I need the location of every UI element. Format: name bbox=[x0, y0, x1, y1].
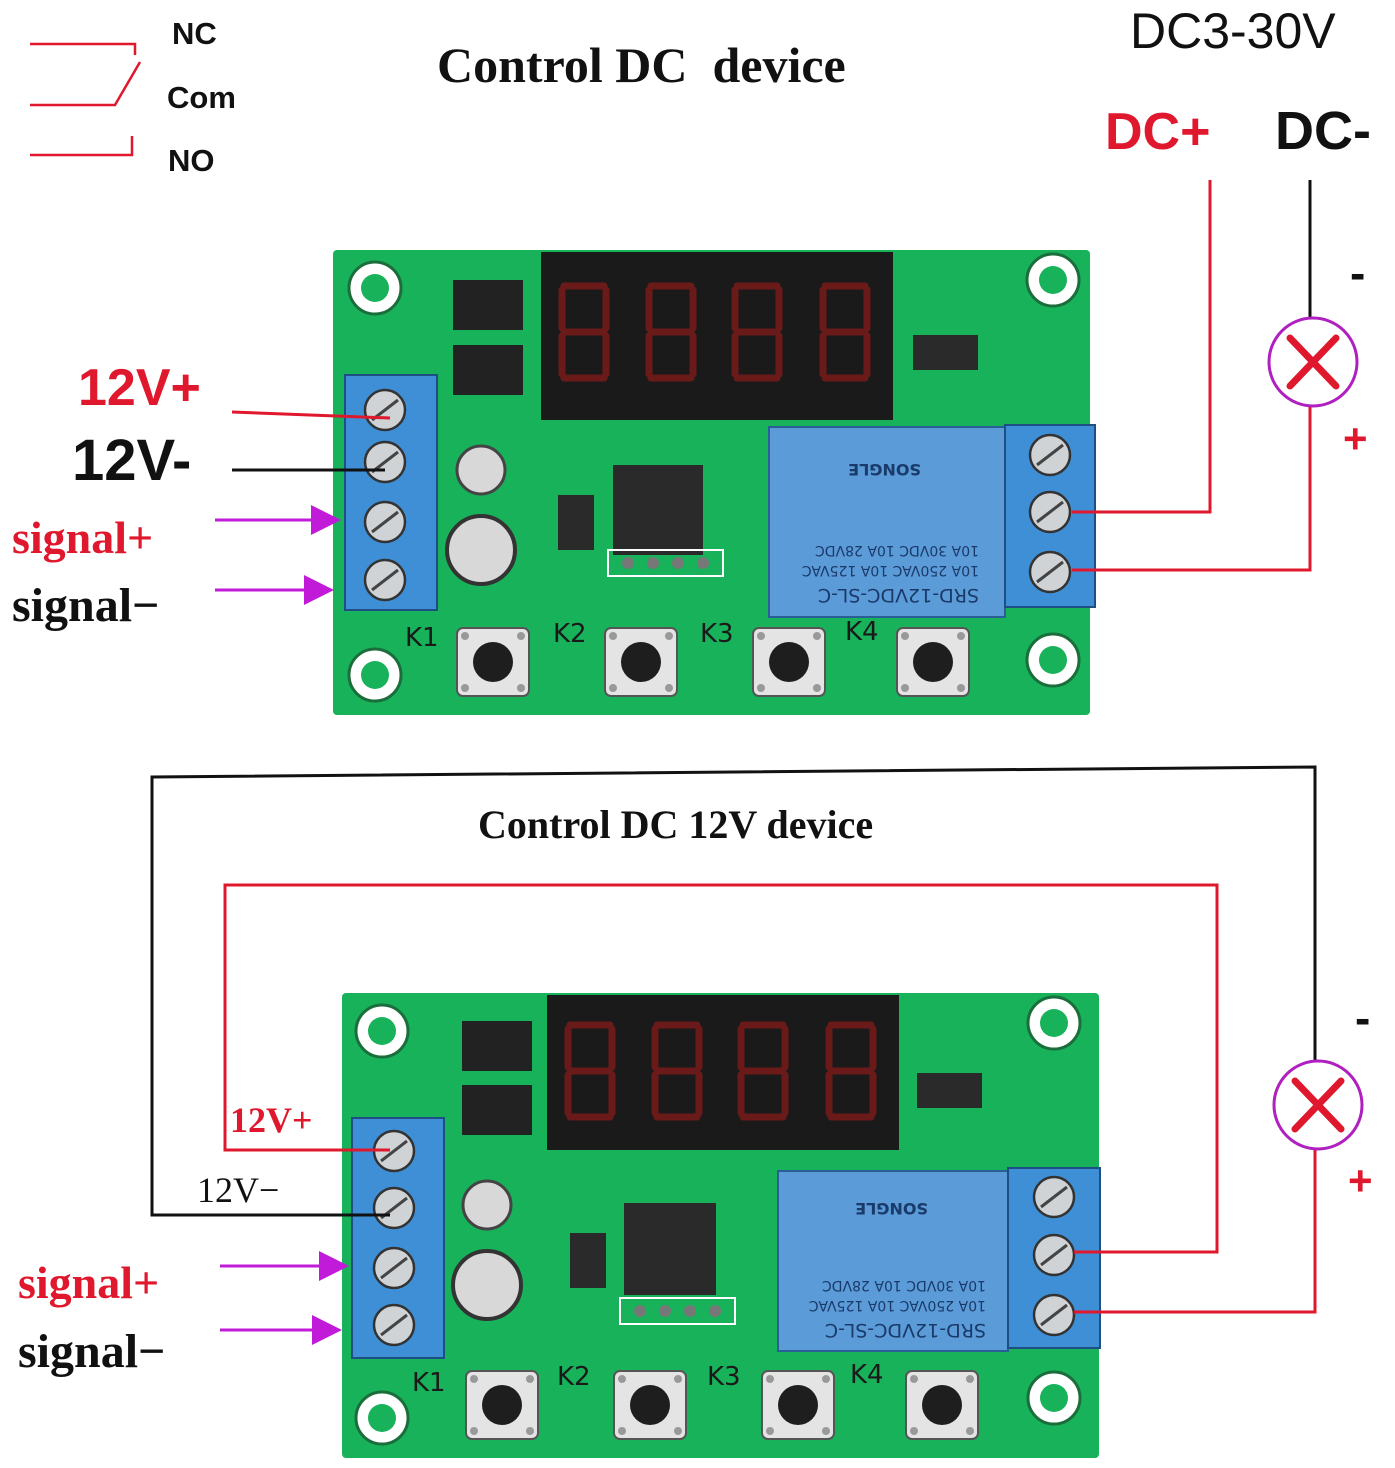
relay bbox=[777, 1170, 1009, 1352]
board-label-k3: K3 bbox=[700, 619, 734, 649]
legend-nc-label: NC bbox=[172, 16, 217, 51]
bottom-load-minus-label: - bbox=[1355, 992, 1371, 1044]
relay-rating-dc-text: 10A 30VDC 10A 28VDC bbox=[815, 542, 979, 558]
board-label-k2: K2 bbox=[553, 619, 587, 649]
legend-no-label: NO bbox=[168, 143, 215, 178]
lamp-icon bbox=[1272, 1059, 1364, 1151]
relay-rating-ac-text: 10A 250VAC 10A 125VAC bbox=[809, 1297, 986, 1313]
top-12v-minus-label: 12V- bbox=[72, 428, 192, 493]
bottom-12v-minus-label: 12V− bbox=[197, 1170, 280, 1210]
button-k3 bbox=[752, 627, 826, 697]
button-k1 bbox=[456, 627, 530, 697]
board-label-k2: K2 bbox=[557, 1362, 591, 1392]
bottom-signal-minus-label: signal− bbox=[18, 1325, 166, 1378]
legend-com-label: Com bbox=[167, 80, 236, 115]
relay-rating-ac-text: 10A 250VAC 10A 125VAC bbox=[802, 562, 979, 578]
top-12v-plus-label: 12V+ bbox=[78, 359, 201, 417]
board-label-k1: K1 bbox=[405, 623, 439, 653]
button-k2 bbox=[613, 1370, 687, 1440]
wires-bottom bbox=[150, 765, 1317, 1345]
relay-brand-text: SONGLE bbox=[848, 460, 921, 479]
relay-board-bottom: K1 K2 K3 K4 SRD-12VDC-SL-C 10A 250VAC 10… bbox=[342, 993, 1101, 1458]
bottom-title: Control DC 12V device bbox=[478, 802, 874, 847]
dc-plus-label: DC+ bbox=[1105, 103, 1211, 161]
top-load-minus-label: - bbox=[1350, 247, 1366, 299]
relay-board-top: K1 K2 K3 K4 SRD-12VDC-SL-C 10A 250VAC 10… bbox=[333, 250, 1096, 715]
button-k2 bbox=[604, 627, 678, 697]
button-k1 bbox=[465, 1370, 539, 1440]
board-label-k4: K4 bbox=[850, 1360, 884, 1390]
seven-segment-display bbox=[541, 252, 893, 420]
button-k3 bbox=[761, 1370, 835, 1440]
board-label-k3: K3 bbox=[707, 1362, 741, 1392]
supply-voltage-label: DC3-30V bbox=[1130, 3, 1336, 59]
capacitor bbox=[461, 1179, 513, 1231]
relay-model-text: SRD-12VDC-SL-C bbox=[818, 584, 979, 606]
dc-minus-label: DC- bbox=[1275, 101, 1371, 161]
wires-top bbox=[215, 180, 1312, 605]
top-signal-minus-label: signal− bbox=[12, 579, 160, 632]
bottom-signal-plus-label: signal+ bbox=[18, 1257, 160, 1308]
relay-brand-text: SONGLE bbox=[855, 1199, 928, 1218]
button-k4 bbox=[905, 1370, 979, 1440]
capacitor bbox=[455, 444, 507, 496]
board-label-k4: K4 bbox=[845, 617, 879, 647]
button-k4 bbox=[896, 627, 970, 697]
lamp-icon bbox=[1267, 316, 1359, 408]
top-signal-plus-label: signal+ bbox=[12, 512, 154, 563]
top-load-plus-label: + bbox=[1343, 415, 1368, 462]
top-title: Control DC device bbox=[437, 37, 846, 93]
board-label-k1: K1 bbox=[412, 1368, 446, 1398]
bottom-12v-plus-label: 12V+ bbox=[230, 1100, 313, 1140]
relay-contact-legend-icon bbox=[30, 42, 142, 157]
relay-rating-dc-text: 10A 30VDC 10A 28VDC bbox=[822, 1277, 986, 1293]
relay-model-text: SRD-12VDC-SL-C bbox=[825, 1319, 986, 1341]
bottom-load-plus-label: + bbox=[1348, 1157, 1373, 1204]
